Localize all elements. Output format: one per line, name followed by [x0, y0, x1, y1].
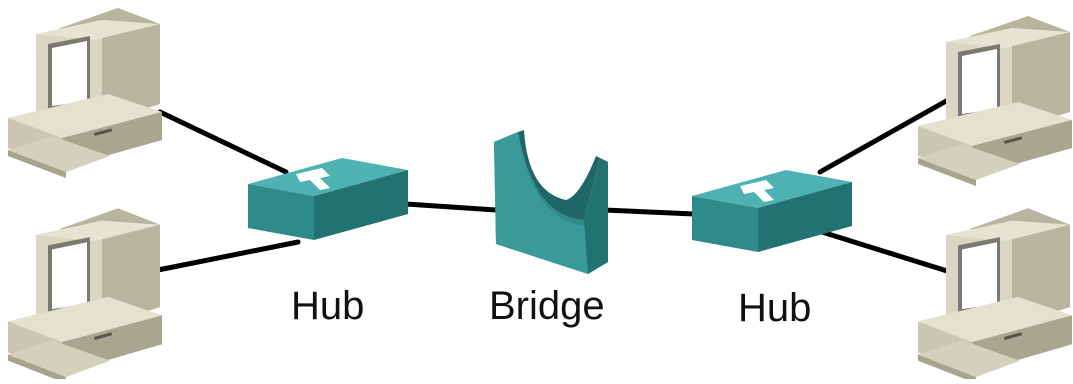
hub-icon — [248, 158, 408, 240]
hub-icon — [692, 170, 852, 252]
desktop-computer-icon — [918, 208, 1072, 384]
bridge-label: Bridge — [489, 284, 605, 328]
link-hub-right-pc-top-right — [817, 97, 951, 175]
hub-right-label: Hub — [738, 286, 812, 330]
link-hub-left-bridge — [403, 201, 499, 213]
link-lines — [145, 97, 979, 283]
desktop-computer-icon — [8, 8, 162, 178]
bridge-icon — [494, 130, 608, 274]
desktop-computer-icon — [8, 208, 162, 384]
link-bridge-hub-right — [601, 207, 697, 217]
link-pc-bottom-left-hub — [145, 239, 301, 275]
hub-left-label: Hub — [291, 284, 365, 328]
desktop-computer-icon — [918, 16, 1072, 186]
link-pc-top-left-hub — [157, 109, 289, 175]
